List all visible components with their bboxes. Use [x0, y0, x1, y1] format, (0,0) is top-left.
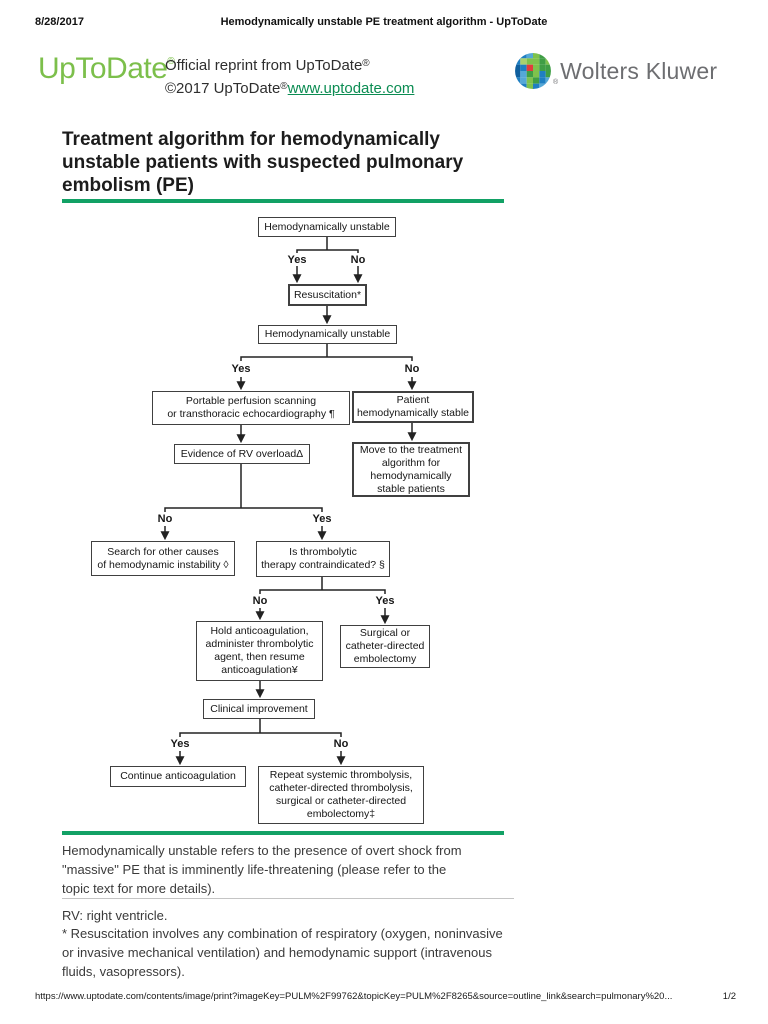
branch-label-yes-3: Yes [312, 513, 332, 525]
branch-label-no-2: No [404, 363, 420, 375]
footer-page-number: 1/2 [722, 991, 736, 1002]
note-abbreviation: RV: right ventricle. [62, 908, 168, 923]
flow-node-thrombolytic-contraindicated: Is thrombolytic therapy contraindicated?… [256, 541, 390, 577]
notes-divider-green [62, 831, 504, 835]
flow-node-rv-overload: Evidence of RV overloadΔ [174, 444, 310, 464]
flow-node-repeat-thrombolysis: Repeat systemic thrombolysis, catheter-d… [258, 766, 424, 824]
reprint-block: Official reprint from UpToDate® ©2017 Up… [165, 53, 414, 99]
uptodate-logo-text: UpToDate [38, 52, 168, 85]
page-title: Treatment algorithm for hemodynamically … [62, 129, 464, 196]
title-divider [62, 199, 504, 203]
flow-node-resuscitation: Resuscitation* [288, 284, 367, 306]
uptodate-logo: UpToDate® [38, 52, 175, 86]
note-main: Hemodynamically unstable refers to the p… [62, 843, 462, 896]
branch-label-no-3: No [157, 513, 173, 525]
branch-label-yes-4: Yes [375, 595, 395, 607]
wk-name: Wolters Kluwer [560, 57, 718, 84]
flow-node-clinical-improvement: Clinical improvement [203, 699, 315, 719]
branch-label-no-5: No [333, 738, 349, 750]
registered-mark: ® [362, 58, 370, 69]
reprint-line-2: ©2017 UpToDate®www.uptodate.com [165, 80, 415, 97]
registered-mark: ® [280, 81, 288, 92]
registered-mark: ® [167, 56, 175, 67]
flow-node-hemodynamically-unstable-2: Hemodynamically unstable [258, 325, 397, 344]
branch-label-yes-2: Yes [231, 363, 251, 375]
reprint-line-1: Official reprint from UpToDate® [165, 57, 370, 74]
branch-label-no-4: No [252, 595, 268, 607]
flow-node-move-to-stable-algorithm: Move to the treatment algorithm for hemo… [352, 442, 470, 497]
wk-globe-icon [515, 53, 551, 89]
flow-node-continue-anticoagulation: Continue anticoagulation [110, 766, 246, 787]
document-title: Hemodynamically unstable PE treatment al… [220, 16, 548, 28]
registered-mark: ® [553, 79, 559, 86]
flow-node-hemodynamically-unstable-1: Hemodynamically unstable [258, 217, 396, 237]
flow-node-patient-stable: Patient hemodynamically stable [352, 391, 474, 423]
flow-node-perfusion-scanning: Portable perfusion scanning or transthor… [152, 391, 350, 425]
note-resuscitation: * Resuscitation involves any combination… [62, 926, 503, 979]
footer-url: https://www.uptodate.com/contents/image/… [35, 991, 673, 1002]
branch-label-yes-1: Yes [287, 254, 307, 266]
branch-label-no-1: No [350, 254, 366, 266]
uptodate-link[interactable]: www.uptodate.com [287, 80, 415, 97]
flow-node-surgical-embolectomy: Surgical or catheter-directed embolectom… [340, 625, 430, 668]
flow-node-search-other-causes: Search for other causes of hemodynamic i… [91, 541, 235, 576]
flow-node-hold-anticoagulation: Hold anticoagulation, administer thrombo… [196, 621, 323, 681]
header-date: 8/28/2017 [35, 16, 84, 28]
wolters-kluwer-logo: ® Wolters Kluwer [514, 52, 717, 90]
branch-label-yes-5: Yes [170, 738, 190, 750]
notes-divider [62, 898, 514, 899]
